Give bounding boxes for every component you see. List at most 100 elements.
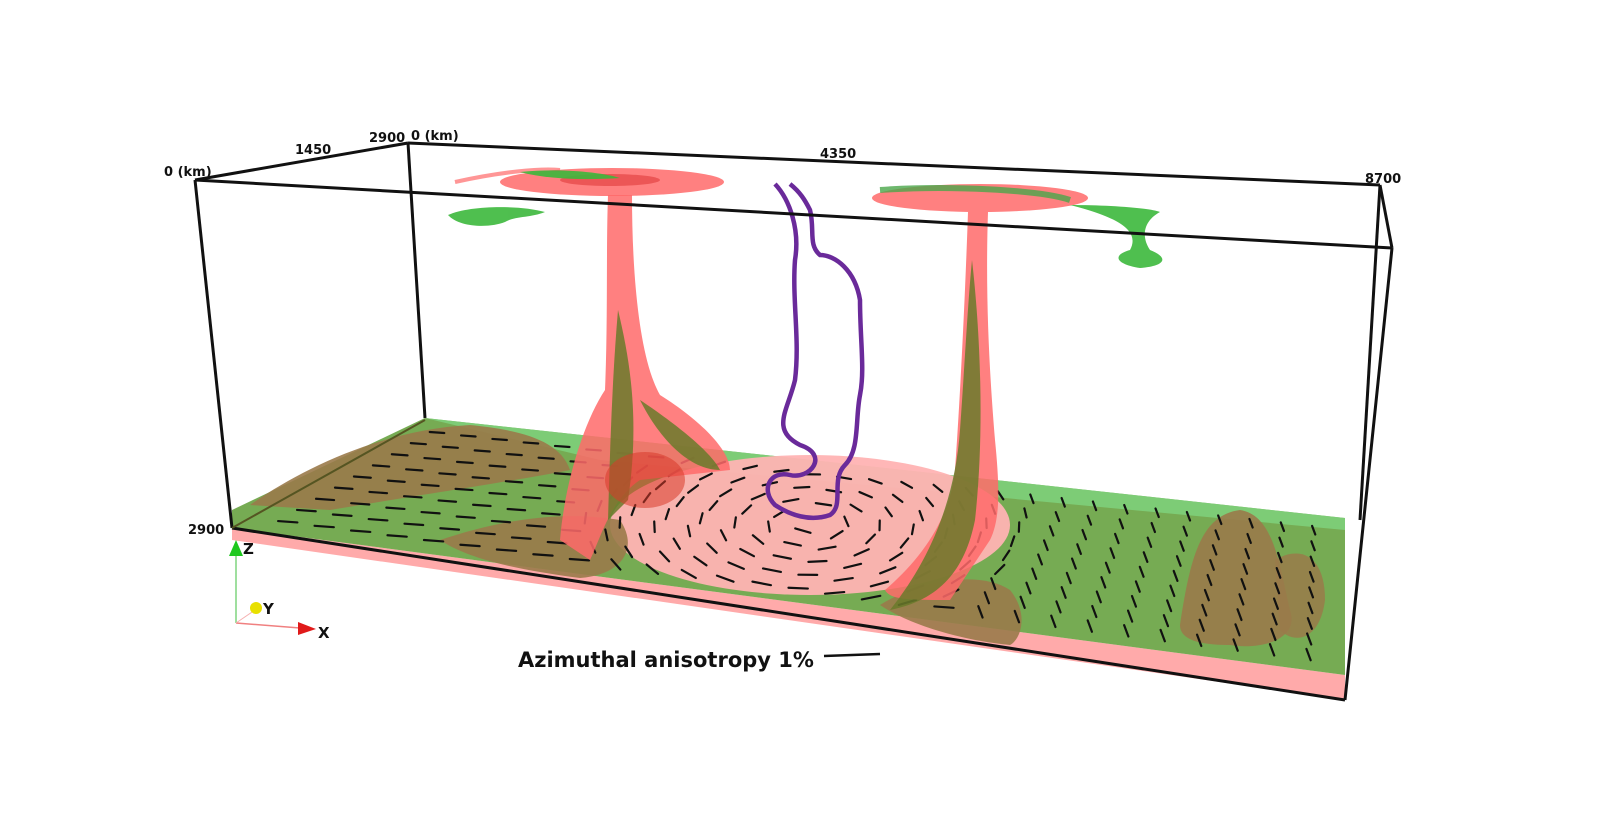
anisotropy-tick: [867, 478, 883, 485]
anisotropy-tick: [1217, 514, 1223, 526]
anisotropy-tick: [1001, 549, 1011, 562]
anisotropy-tick: [1100, 576, 1107, 589]
z-arrow-icon: [229, 540, 243, 556]
anisotropy-tick: [843, 515, 850, 528]
anisotropy-tick: [604, 528, 609, 542]
anisotropy-tick: [1070, 557, 1077, 570]
anisotropy-tick: [693, 555, 708, 567]
anisotropy-tick: [849, 503, 863, 513]
anisotropy-tick: [1029, 493, 1035, 505]
anisotropy-tick: [568, 557, 591, 562]
anisotropy-tick: [1169, 584, 1176, 598]
anisotropy-tick: [313, 524, 335, 529]
anisotropy-tick: [843, 562, 863, 570]
anisotropy-tick: [475, 531, 496, 536]
anisotropy-tick: [1238, 593, 1245, 606]
anisotropy-tick: [491, 437, 508, 442]
anisotropy-tick: [510, 536, 532, 540]
anisotropy-tick: [1195, 633, 1203, 648]
anisotropy-tick: [618, 516, 622, 529]
anisotropy-tick: [368, 490, 389, 495]
anisotropy-tick: [730, 476, 746, 484]
anisotropy-tick: [420, 510, 441, 515]
anisotropy-tick: [1308, 586, 1315, 599]
anisotropy-tick: [1185, 510, 1192, 522]
anisotropy-tick: [454, 487, 474, 492]
anisotropy-tick: [1271, 612, 1278, 626]
anisotropy-tick: [1179, 540, 1185, 552]
anisotropy-tick: [537, 456, 555, 460]
anisotropy-tick: [1025, 581, 1032, 595]
anisotropy-tick: [522, 495, 542, 500]
anisotropy-tick: [1268, 643, 1276, 657]
anisotropy-tick: [1309, 555, 1316, 568]
anisotropy-tick: [1154, 507, 1160, 519]
anisotropy-tick: [1182, 525, 1188, 537]
anisotropy-tick: [553, 472, 572, 476]
anisotropy-tick: [1142, 551, 1149, 563]
anisotropy-tick: [1305, 647, 1312, 662]
anisotropy-tick: [1175, 555, 1182, 567]
anisotropy-tick: [773, 468, 790, 473]
anisotropy-tick: [782, 497, 800, 503]
anisotropy-tick: [1236, 608, 1243, 622]
anisotropy-tick: [1060, 586, 1067, 599]
anisotropy-tick: [1201, 603, 1208, 617]
anisotropy-tick: [1086, 514, 1093, 526]
anisotropy-tick: [420, 483, 440, 488]
anisotropy-tick: [1037, 553, 1044, 566]
anisotropy-tick: [471, 476, 491, 480]
anisotropy-tick: [1123, 624, 1130, 638]
anisotropy-tick: [719, 529, 728, 542]
pile-contour-line: [765, 182, 865, 521]
anisotropy-tick: [277, 519, 299, 524]
anisotropy-tick: [1278, 536, 1284, 548]
x-mid-label: 4350: [820, 147, 856, 162]
anisotropy-tick: [1248, 517, 1254, 529]
anisotropy-tick: [1123, 503, 1129, 515]
anisotropy-tick: [675, 496, 685, 508]
anisotropy-tick: [807, 559, 828, 563]
anisotropy-tick: [891, 493, 904, 504]
anisotropy-tick: [490, 519, 512, 524]
anisotropy-tick: [918, 509, 925, 522]
anisotropy-tick: [1086, 619, 1094, 633]
anisotropy-tick: [698, 472, 713, 481]
anisotropy-tick: [1306, 617, 1313, 630]
anisotropy-tick: [888, 551, 904, 562]
anisotropy-tick: [541, 512, 561, 516]
floor-back-left-edge: [231, 419, 426, 529]
anisotropy-tick: [1159, 628, 1166, 643]
anisotropy-tick: [910, 523, 915, 536]
anisotropy-tick: [932, 483, 944, 493]
anisotropy-tick: [402, 495, 423, 499]
y-mid-label: 1450: [295, 143, 331, 158]
anisotropy-tick: [925, 496, 935, 508]
anisotropy-tick: [865, 533, 877, 545]
anisotropy-tick: [409, 442, 427, 446]
anisotropy-tick: [793, 485, 811, 489]
anisotropy-tick: [1166, 599, 1173, 613]
anisotropy-tick: [1206, 573, 1213, 587]
anisotropy-tick: [1013, 609, 1021, 624]
anisotropy-tick: [1246, 532, 1252, 545]
anisotropy-tick: [1272, 597, 1279, 610]
anisotropy-tick: [386, 479, 406, 483]
anisotropy-tick: [488, 491, 508, 496]
x-origin-label: 0 (km): [411, 129, 459, 144]
anisotropy-tick: [1138, 565, 1145, 578]
anisotropy-tick: [525, 524, 547, 528]
anisotropy-tick: [783, 540, 802, 547]
anisotropy-tick: [1104, 561, 1111, 574]
anisotropy-tick: [295, 508, 317, 513]
anisotropy-tick: [386, 534, 408, 538]
anisotropy-tick: [1095, 590, 1102, 604]
anisotropy-tick: [638, 532, 645, 546]
anisotropy-tick: [879, 566, 897, 575]
anisotropy-tick: [1019, 595, 1026, 609]
anisotropy-tick: [1081, 528, 1088, 541]
anisotropy-tick: [455, 515, 476, 519]
x-end-label: 8700: [1365, 172, 1401, 187]
anisotropy-tick: [829, 529, 844, 540]
anisotropy-tick: [727, 561, 745, 570]
